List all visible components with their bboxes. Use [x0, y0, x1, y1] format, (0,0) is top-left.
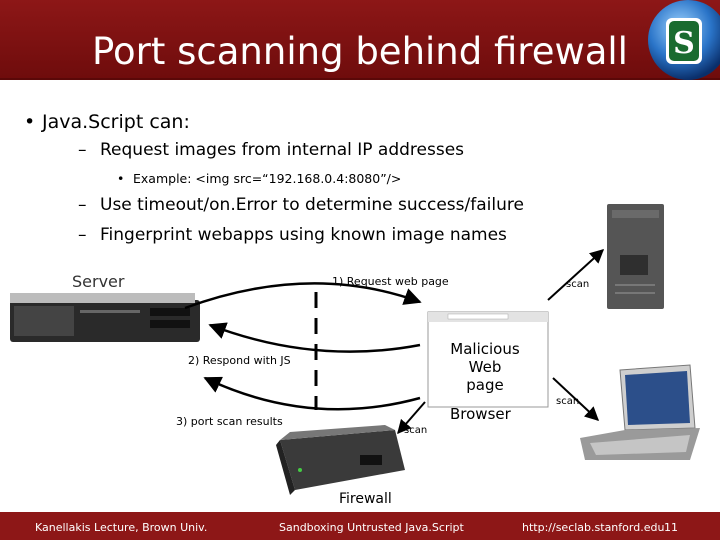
- slide-title: Port scanning behind firewall: [92, 30, 628, 73]
- scan-label-laptop: scan: [556, 396, 580, 407]
- scan-label-firewall: scan: [404, 425, 428, 436]
- bullet-javascript-can: Java.Script can:: [24, 111, 190, 133]
- footer-url[interactable]: http://seclab.stanford.edu: [522, 521, 665, 534]
- footer-talk-title: Sandboxing Untrusted Java.Script: [279, 521, 464, 534]
- scan-arrow-top: [547, 249, 605, 301]
- laptop-icon: [580, 364, 700, 460]
- malicious-line: Malicious: [450, 340, 520, 358]
- browser-label: Browser: [450, 405, 511, 423]
- respond-label: 2) Respond with JS: [188, 354, 291, 367]
- bullet-fingerprint: Fingerprint webapps using known image na…: [78, 225, 507, 245]
- respond-arrow: [208, 322, 421, 353]
- footer-lecture: Kanellakis Lecture, Brown Univ.: [35, 521, 208, 534]
- title-bar: [0, 0, 720, 80]
- bullet-request-images: Request images from internal IP addresse…: [78, 140, 464, 160]
- scan-arrow-firewall: [397, 401, 426, 435]
- stanford-globe-logo: S: [648, 0, 720, 80]
- title-underline: [0, 78, 720, 80]
- server-icon: [10, 293, 200, 342]
- results-label: 3) port scan results: [176, 415, 283, 428]
- bullet-example: Example: <img src=“192.168.0.4:8080”/>: [117, 171, 401, 186]
- scan-arrow-laptop: [552, 377, 600, 421]
- tower-server-icon: [607, 204, 664, 309]
- bullet-use-timeout: Use timeout/on.Error to determine succes…: [78, 195, 524, 215]
- request-label: 1) Request web page: [332, 275, 449, 288]
- footer-page-number: 11: [664, 521, 678, 534]
- request-arrow: [184, 282, 422, 310]
- browser-window: [427, 311, 549, 408]
- footer-bar: [0, 512, 720, 540]
- malicious-web-page-label: Malicious Web page: [450, 340, 520, 394]
- scan-label-top: scan: [566, 279, 590, 290]
- web-page-line: Web page: [466, 358, 504, 394]
- results-arrow: [203, 376, 421, 411]
- firewall-label: Firewall: [339, 491, 392, 507]
- svg-text:S: S: [673, 26, 695, 61]
- firewall-icon: [276, 425, 405, 495]
- server-label: Server: [72, 272, 125, 291]
